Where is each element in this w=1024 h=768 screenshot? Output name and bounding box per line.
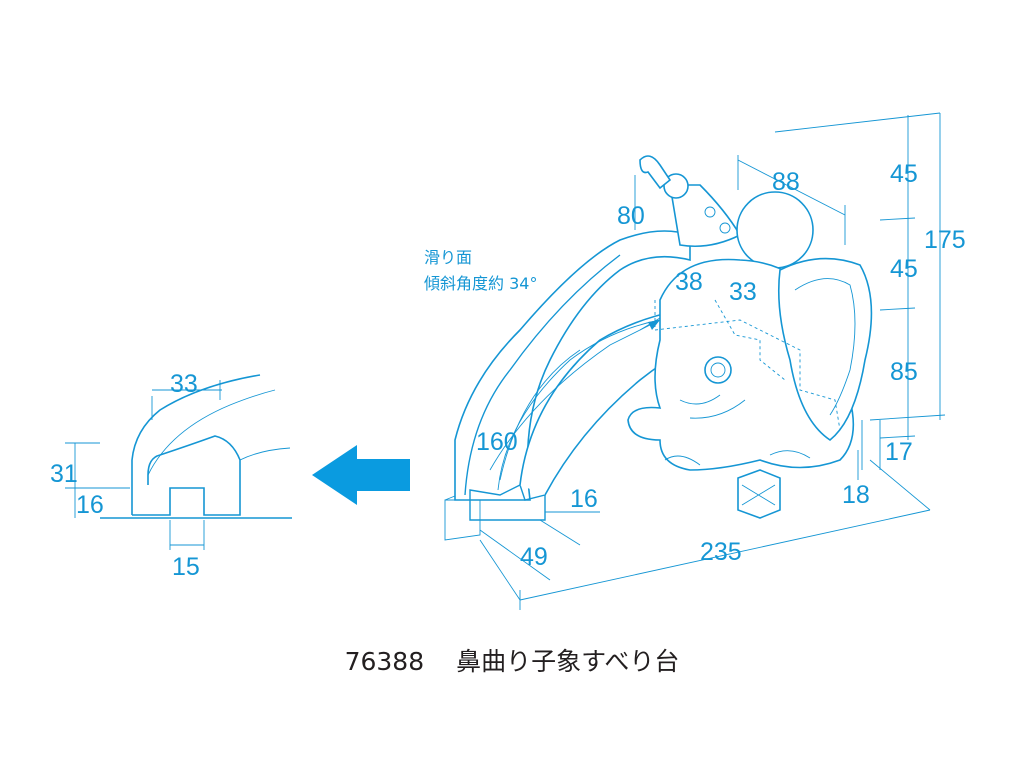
dim-head-width: 33 <box>729 278 757 306</box>
dim-slide-end-height: 16 <box>570 485 598 513</box>
dim-width-top: 88 <box>772 168 800 196</box>
left-arrow-icon <box>312 445 410 505</box>
dim-section-top: 33 <box>170 370 198 398</box>
dim-section-gap: 15 <box>172 553 200 581</box>
elephant-slide-drawing <box>444 112 946 610</box>
annotation-incline-angle: 傾斜角度約 34° <box>424 274 537 293</box>
dim-section-inner: 16 <box>76 491 104 519</box>
annotation-slide-surface: 滑り面 <box>424 248 472 267</box>
dim-base-height: 17 <box>885 438 913 466</box>
product-code: 76388 <box>344 647 425 676</box>
dim-slide-width: 49 <box>520 543 548 571</box>
product-name: 鼻曲り子象すべり台 <box>456 647 680 676</box>
dim-head-depth: 38 <box>675 268 703 296</box>
slide-cross-section <box>65 374 292 550</box>
dim-post: 80 <box>617 202 645 230</box>
dim-height-total: 175 <box>924 226 966 254</box>
product-caption: 76388 鼻曲り子象すべり台 <box>0 642 1024 678</box>
dim-slide-length: 160 <box>476 428 518 456</box>
dim-height-1: 45 <box>890 160 918 188</box>
dim-height-2: 45 <box>890 255 918 283</box>
dim-foot: 18 <box>842 481 870 509</box>
dim-height-3: 85 <box>890 358 918 386</box>
dim-total-length: 235 <box>700 538 742 566</box>
dim-section-height: 31 <box>50 460 78 488</box>
